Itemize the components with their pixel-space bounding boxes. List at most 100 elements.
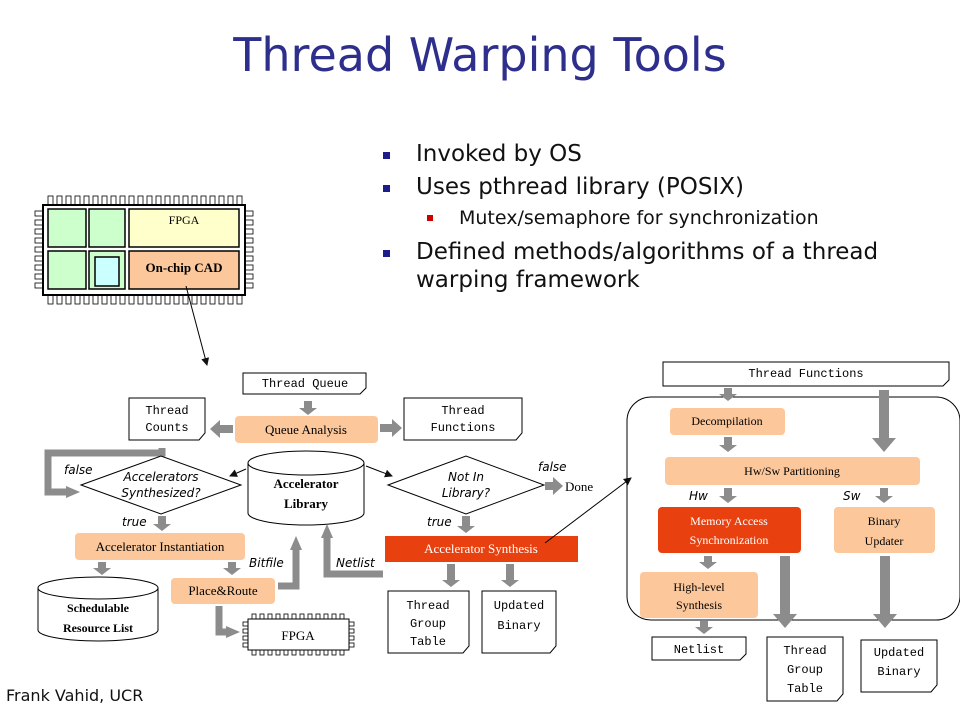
- arrow-to-high-level: [699, 556, 717, 569]
- thread-functions-line1: Thread: [441, 404, 484, 418]
- chip-pin: [283, 649, 289, 656]
- chip-pin: [34, 282, 44, 289]
- bullet-invoked-by-os: Invoked by OS: [383, 140, 943, 168]
- tgt-left-line2: Group: [410, 617, 446, 631]
- arrow-to-decompilation: [719, 388, 737, 401]
- decision2-line2: Library?: [442, 486, 491, 500]
- chip-pin: [244, 255, 254, 262]
- chip-pin: [200, 294, 207, 305]
- arrow-true-down-2: [457, 516, 475, 533]
- netlist-doc-label: Netlist: [674, 643, 724, 657]
- chip-pin: [146, 294, 153, 305]
- tgt-left-line1: Thread: [406, 599, 449, 613]
- accelerator-synthesis-label: Accelerator Synthesis: [424, 541, 538, 556]
- chip-pin: [267, 649, 273, 656]
- arrow-bitfile-loop: [278, 548, 300, 590]
- tgt-right-line1: Thread: [783, 644, 826, 658]
- decision1-line1: Accelerators: [122, 470, 198, 484]
- chip-pin: [244, 219, 254, 226]
- netlist-italic-label: Netlist: [336, 556, 376, 570]
- chip-pin: [348, 635, 355, 641]
- chip-pin: [315, 613, 321, 620]
- high-level-line2: Synthesis: [676, 598, 722, 612]
- memory-access-line2: Synchronization: [690, 533, 769, 547]
- chip-pin: [92, 195, 99, 206]
- chip-pin: [65, 294, 72, 305]
- chip-pin: [34, 228, 44, 235]
- chip-pin: [137, 294, 144, 305]
- chip-pin: [275, 613, 281, 620]
- arrow-to-schedulable: [93, 562, 111, 575]
- arrow-to-place-route: [223, 562, 241, 575]
- chip-pin: [110, 195, 117, 206]
- chip-pin: [74, 195, 81, 206]
- ub-left-line1: Updated: [494, 599, 544, 613]
- done-label: Done: [565, 479, 593, 494]
- decision1-false-label: false: [64, 463, 93, 477]
- chip-pin: [101, 294, 108, 305]
- chip-pin: [236, 294, 243, 305]
- partitioning-box: [665, 457, 920, 485]
- updated-binary-doc-right: [860, 639, 938, 693]
- chip-fpga-label: FPGA: [169, 213, 200, 227]
- decompilation-box: [670, 408, 785, 435]
- chip-pin: [146, 195, 153, 206]
- fpga-chip-body: [247, 618, 350, 651]
- accelerator-instantiation-box: [75, 533, 245, 560]
- right-flow-container: [626, 396, 960, 621]
- arrow-to-thread-group-table: [442, 564, 460, 587]
- chip-pin: [259, 613, 265, 620]
- bullet-list: Invoked by OS Uses pthread library (POSI…: [383, 140, 943, 299]
- place-route-label: Place&Route: [188, 583, 258, 598]
- chip-pin: [34, 273, 44, 280]
- chip-pin: [244, 228, 254, 235]
- tgt-right-line3: Table: [787, 682, 823, 696]
- accelerator-library-top: [247, 450, 365, 476]
- chip-pin: [92, 294, 99, 305]
- chip-pin: [101, 195, 108, 206]
- thread-group-table-doc-left: [387, 590, 470, 654]
- fpga-chip-label: FPGA: [281, 628, 315, 643]
- binary-updater-line1: Binary: [868, 514, 901, 528]
- chip-pin: [65, 195, 72, 206]
- chip-pin: [218, 294, 225, 305]
- thread-functions-doc: [403, 397, 523, 441]
- thread-functions-line2: Functions: [431, 421, 496, 435]
- chip-pin: [227, 195, 234, 206]
- arrow-to-fpga-head: [226, 626, 240, 638]
- high-level-synthesis-box: [640, 572, 758, 618]
- chip-pin: [56, 195, 63, 206]
- sw-label: Sw: [843, 489, 861, 503]
- chip-graphic: FPGA On-chip CAD: [34, 195, 254, 366]
- chip-cad-label: On-chip CAD: [146, 260, 223, 275]
- schedulable-top: [37, 576, 159, 600]
- chip-pin: [339, 649, 345, 656]
- chip-pin: [339, 613, 345, 620]
- sub-bullet-mutex: Mutex/semaphore for synchronization: [383, 206, 943, 230]
- chip-pin: [128, 294, 135, 305]
- thread-queue-doc: [242, 372, 367, 395]
- chip-pin: [242, 635, 249, 641]
- chip-pin: [119, 294, 126, 305]
- chip-pin: [299, 613, 305, 620]
- fpga-chip-pins: [242, 613, 355, 656]
- arrow-to-netlist: [695, 621, 713, 634]
- thread-functions-bar-doc: [662, 361, 950, 387]
- chip-pin: [34, 237, 44, 244]
- chip-pin: [227, 294, 234, 305]
- decision1-line2: Synthesized?: [121, 486, 201, 500]
- hw-label: Hw: [689, 489, 708, 503]
- bullet-pthread-library: Uses pthread library (POSIX): [383, 173, 943, 201]
- chip-pin: [244, 282, 254, 289]
- chip-pin: [110, 294, 117, 305]
- arrow-to-right-flow: [544, 477, 632, 544]
- arrow-false-loop: [44, 448, 166, 496]
- chip-pin: [164, 195, 171, 206]
- binary-updater-box: [834, 507, 935, 553]
- accelerator-library-line1: Accelerator: [274, 476, 339, 491]
- chip-pin: [200, 195, 207, 206]
- chip-pin: [191, 195, 198, 206]
- arrow-sw-down: [875, 488, 893, 503]
- ub-right-line2: Binary: [877, 665, 920, 679]
